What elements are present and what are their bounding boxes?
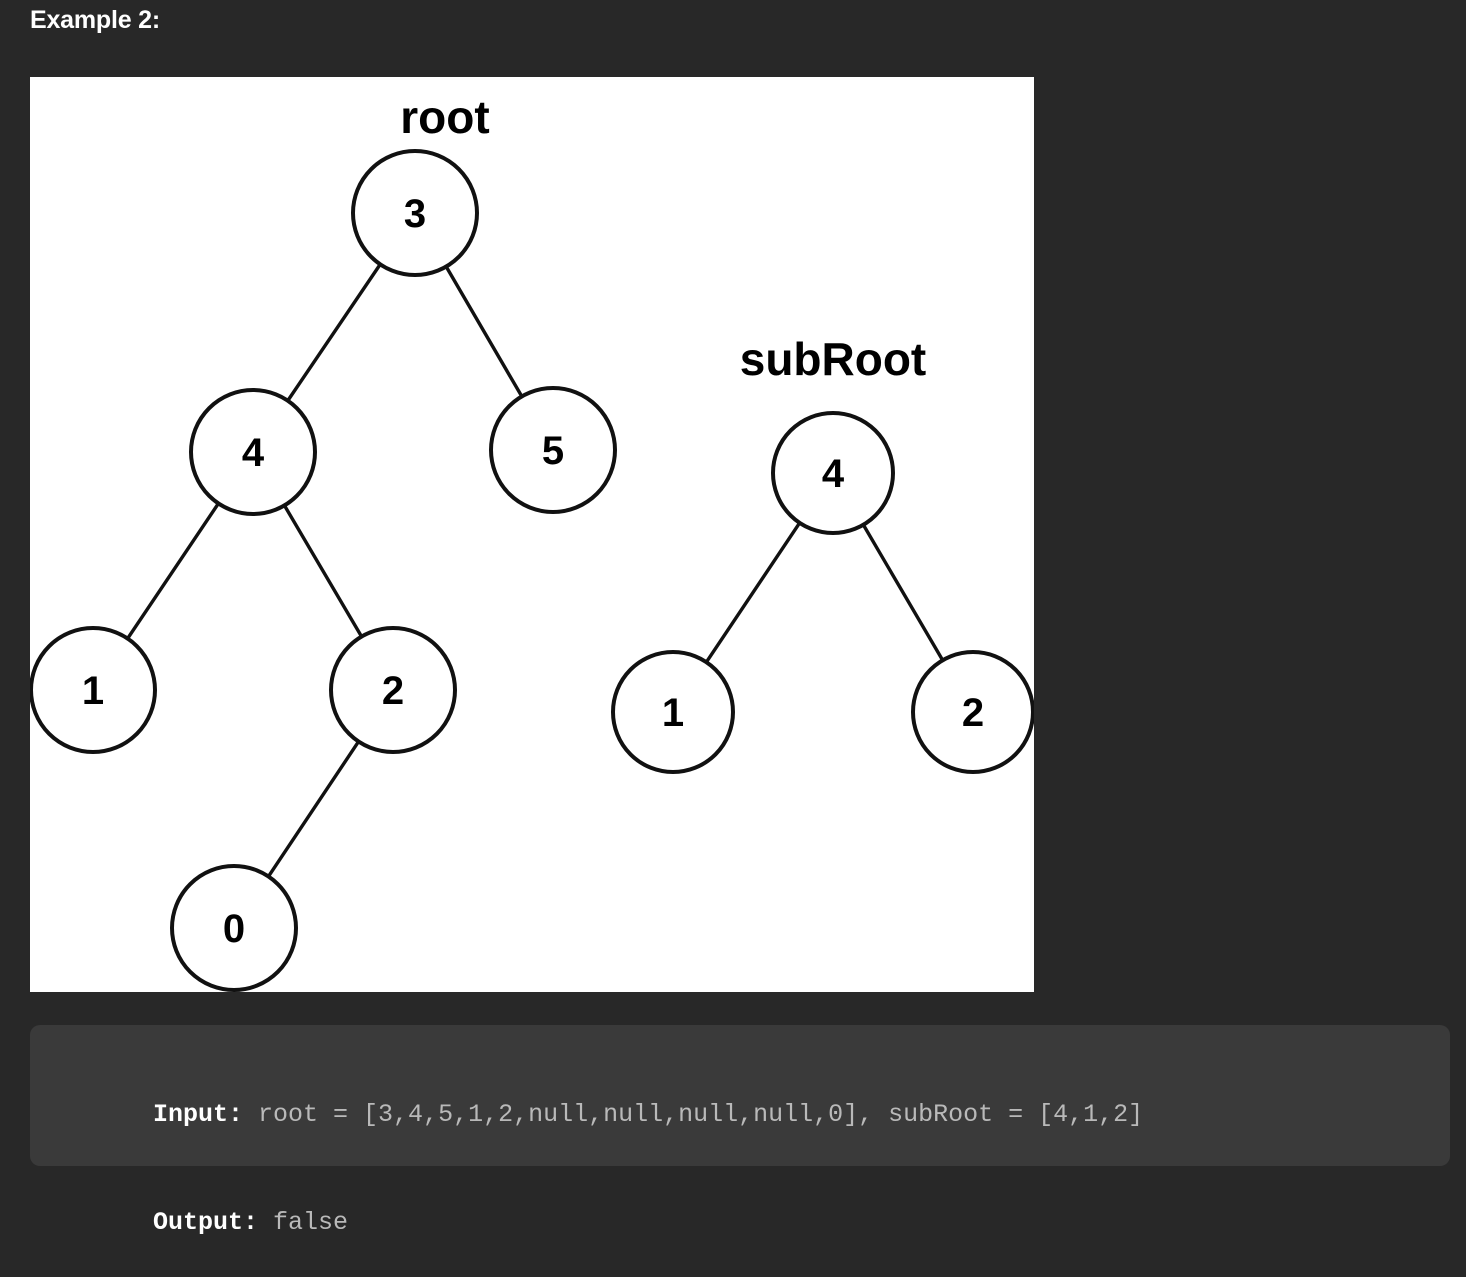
node-value: 3 bbox=[404, 192, 426, 236]
tree-edge bbox=[861, 522, 945, 663]
code-label-output: Output: bbox=[153, 1208, 259, 1237]
node-circle bbox=[351, 149, 479, 277]
tree-edge bbox=[285, 261, 383, 404]
tree-node: 5 bbox=[489, 386, 617, 514]
page-title: Example 2: bbox=[30, 6, 161, 34]
node-circle bbox=[911, 650, 1034, 774]
code-label-input: Input: bbox=[153, 1100, 244, 1129]
node-value: 0 bbox=[223, 907, 245, 951]
tree-node: 1 bbox=[611, 650, 735, 774]
tree-node: 4 bbox=[189, 388, 317, 516]
node-circle bbox=[170, 864, 298, 992]
node-circle bbox=[611, 650, 735, 774]
tree-edges-subRoot bbox=[704, 520, 945, 665]
node-value: 1 bbox=[662, 691, 684, 735]
tree-label-root: root bbox=[400, 91, 489, 143]
tree-diagram-svg: 3 4 5 1 2 0 root 4 1 2 subRoot bbox=[30, 91, 1034, 992]
node-value: 2 bbox=[962, 691, 984, 735]
node-value: 2 bbox=[382, 669, 404, 713]
tree-node: 2 bbox=[329, 626, 457, 754]
code-line-output: Output: false bbox=[63, 1169, 1450, 1277]
tree-node: 4 bbox=[771, 411, 895, 535]
tree-edge bbox=[282, 502, 364, 640]
node-circle bbox=[329, 626, 457, 754]
node-circle bbox=[489, 386, 617, 514]
example-code-block: Input: root = [3,4,5,1,2,null,null,null,… bbox=[30, 1025, 1450, 1237]
tree-subRoot: 4 1 2 subRoot bbox=[611, 333, 1034, 774]
tree-root: 3 4 5 1 2 0 root bbox=[30, 91, 617, 992]
node-value: 4 bbox=[242, 431, 265, 475]
node-value: 4 bbox=[822, 452, 845, 496]
node-circle bbox=[189, 388, 317, 516]
tree-edge bbox=[443, 264, 525, 399]
node-circle bbox=[771, 411, 895, 535]
node-circle bbox=[30, 626, 157, 754]
tree-node: 0 bbox=[170, 864, 298, 992]
code-value-output: false bbox=[258, 1208, 349, 1237]
tree-node: 3 bbox=[351, 149, 479, 277]
tree-node: 2 bbox=[911, 650, 1034, 774]
node-value: 5 bbox=[542, 429, 564, 473]
tree-node: 1 bbox=[30, 626, 157, 754]
tree-edge bbox=[704, 520, 802, 665]
tree-label-subRoot: subRoot bbox=[740, 333, 927, 385]
tree-edge bbox=[125, 500, 221, 642]
binary-tree-figure: 3 4 5 1 2 0 root 4 1 2 subRoot bbox=[30, 77, 1034, 992]
code-value-input: root = [3,4,5,1,2,null,null,null,null,0]… bbox=[243, 1100, 1144, 1129]
page-root: Example 2: 3 4 5 1 2 0 root 4 1 2 subRoot Input: r… bbox=[30, 6, 1450, 1237]
tree-edge bbox=[266, 739, 361, 879]
tree-edges-root bbox=[125, 261, 525, 879]
node-value: 1 bbox=[82, 669, 104, 713]
code-line-input: Input: root = [3,4,5,1,2,null,null,null,… bbox=[63, 1061, 1450, 1169]
